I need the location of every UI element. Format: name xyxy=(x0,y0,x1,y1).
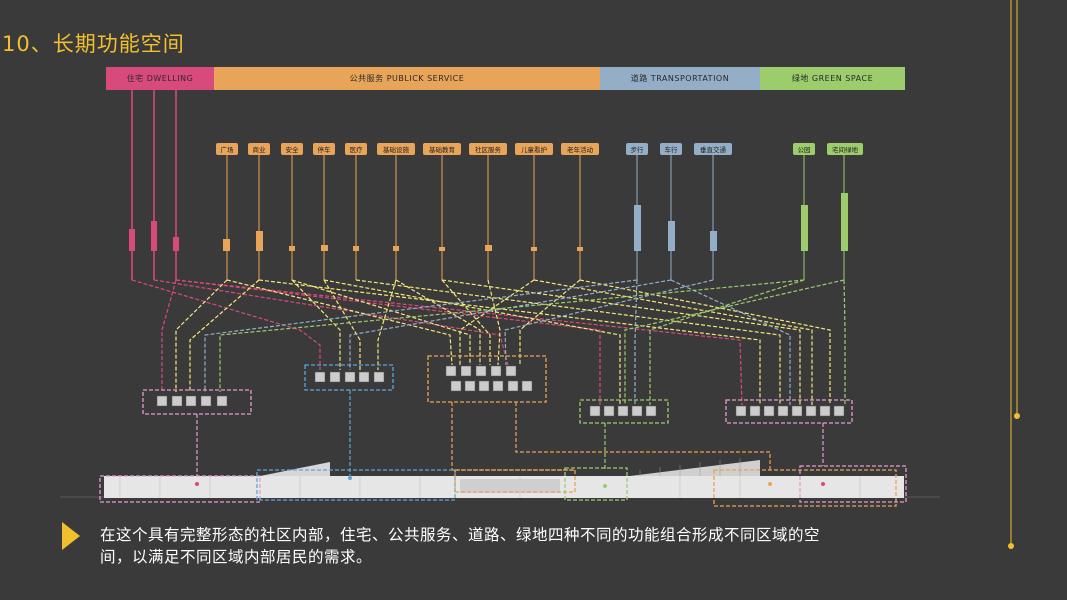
tag-park: 公园 xyxy=(793,143,815,155)
caption-bullet-icon xyxy=(62,522,80,550)
tag-medical: 医疗 xyxy=(345,143,367,155)
dwelling-lines xyxy=(131,90,177,280)
green-lines xyxy=(803,155,845,280)
function-icons xyxy=(156,365,845,417)
tag-vertical-traffic: 垂直交通 xyxy=(694,143,732,155)
transport-markers xyxy=(634,205,717,251)
category-dwelling: 住宅 DWELLING xyxy=(106,67,214,90)
group-box-2 xyxy=(304,364,394,391)
tag-courtyard-green: 宅间绿地 xyxy=(827,143,863,155)
transport-lines xyxy=(636,155,714,280)
tag-elderly-activity: 老年活动 xyxy=(561,143,599,155)
category-dwelling-label: 住宅 DWELLING xyxy=(126,74,194,83)
caption: 在这个具有完整形态的社区内部，住宅、公共服务、道路、绿地四种不同的功能组合形成不… xyxy=(100,524,920,568)
tag-child-care: 儿童看护 xyxy=(515,143,553,155)
green-markers xyxy=(801,193,848,251)
tag-infrastructure: 基础设施 xyxy=(377,143,415,155)
group-box-3 xyxy=(427,355,547,403)
tag-safety: 安全 xyxy=(281,143,303,155)
category-green-space-label: 绿地 GREEN SPACE xyxy=(791,74,874,83)
tag-parking: 停车 xyxy=(313,143,335,155)
service-lines xyxy=(226,155,581,280)
decor-vertical-lines xyxy=(1008,0,1020,549)
page-title: 10、长期功能空间 xyxy=(2,32,185,56)
category-transportation: 道路 TRANSPORTATION xyxy=(600,67,760,90)
tag-plaza: 广场 xyxy=(216,143,238,155)
tag-basic-education: 基础教育 xyxy=(423,143,461,155)
cross-connections xyxy=(131,279,846,406)
category-public-service: 公共服务 PUBLICK SERVICE xyxy=(214,67,600,90)
category-public-service-label: 公共服务 PUBLICK SERVICE xyxy=(349,74,465,83)
tag-driving: 车行 xyxy=(660,143,682,155)
caption-line-1: 在这个具有完整形态的社区内部，住宅、公共服务、道路、绿地四种不同的功能组合形成不… xyxy=(100,526,821,544)
group-box-4 xyxy=(579,399,669,424)
category-transportation-label: 道路 TRANSPORTATION xyxy=(630,74,730,83)
category-green-space: 绿地 GREEN SPACE xyxy=(760,67,905,90)
section-drawing xyxy=(60,458,940,507)
caption-line-2: 间，以满足不同区域内部居民的需求。 xyxy=(100,548,373,566)
tag-walking: 步行 xyxy=(626,143,648,155)
tag-commerce: 商业 xyxy=(248,143,270,155)
dwelling-markers xyxy=(129,221,179,251)
service-markers xyxy=(223,231,583,251)
group-box-5 xyxy=(725,399,853,424)
tag-community-service: 社区服务 xyxy=(469,143,507,155)
